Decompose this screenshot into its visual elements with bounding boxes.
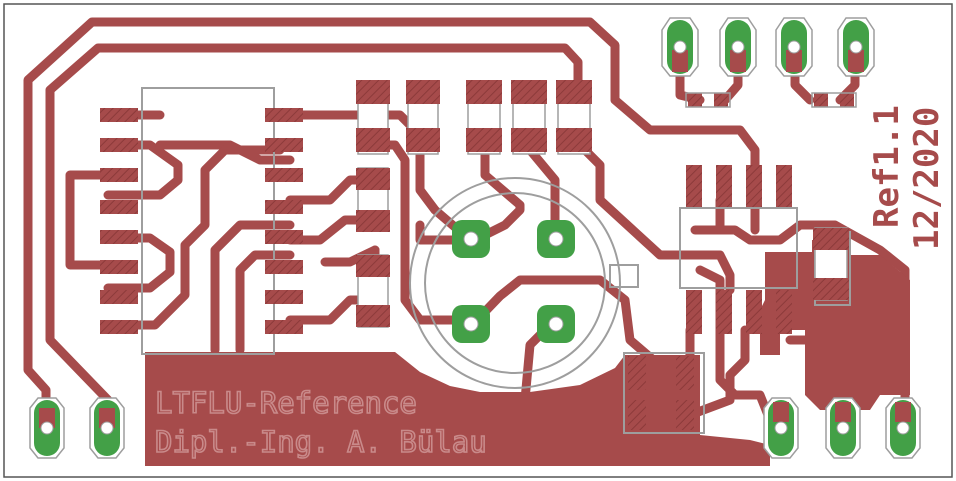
copper-pour-bottom bbox=[145, 352, 770, 466]
through-hole-pads bbox=[29, 17, 921, 459]
silk-text-line1: LTFLU-Reference bbox=[155, 386, 417, 420]
ic-u1-pads bbox=[100, 108, 303, 334]
revision-label: Ref1.1 bbox=[867, 105, 907, 228]
ic-u2-pads bbox=[686, 165, 792, 334]
smd-small-outline bbox=[685, 92, 857, 108]
date-label: 12/2020 bbox=[907, 107, 947, 250]
smd-small-pads bbox=[628, 93, 854, 430]
smd-components bbox=[356, 80, 849, 328]
silk-text-line2: Dipl.-Ing. A. Bülau bbox=[155, 425, 487, 459]
